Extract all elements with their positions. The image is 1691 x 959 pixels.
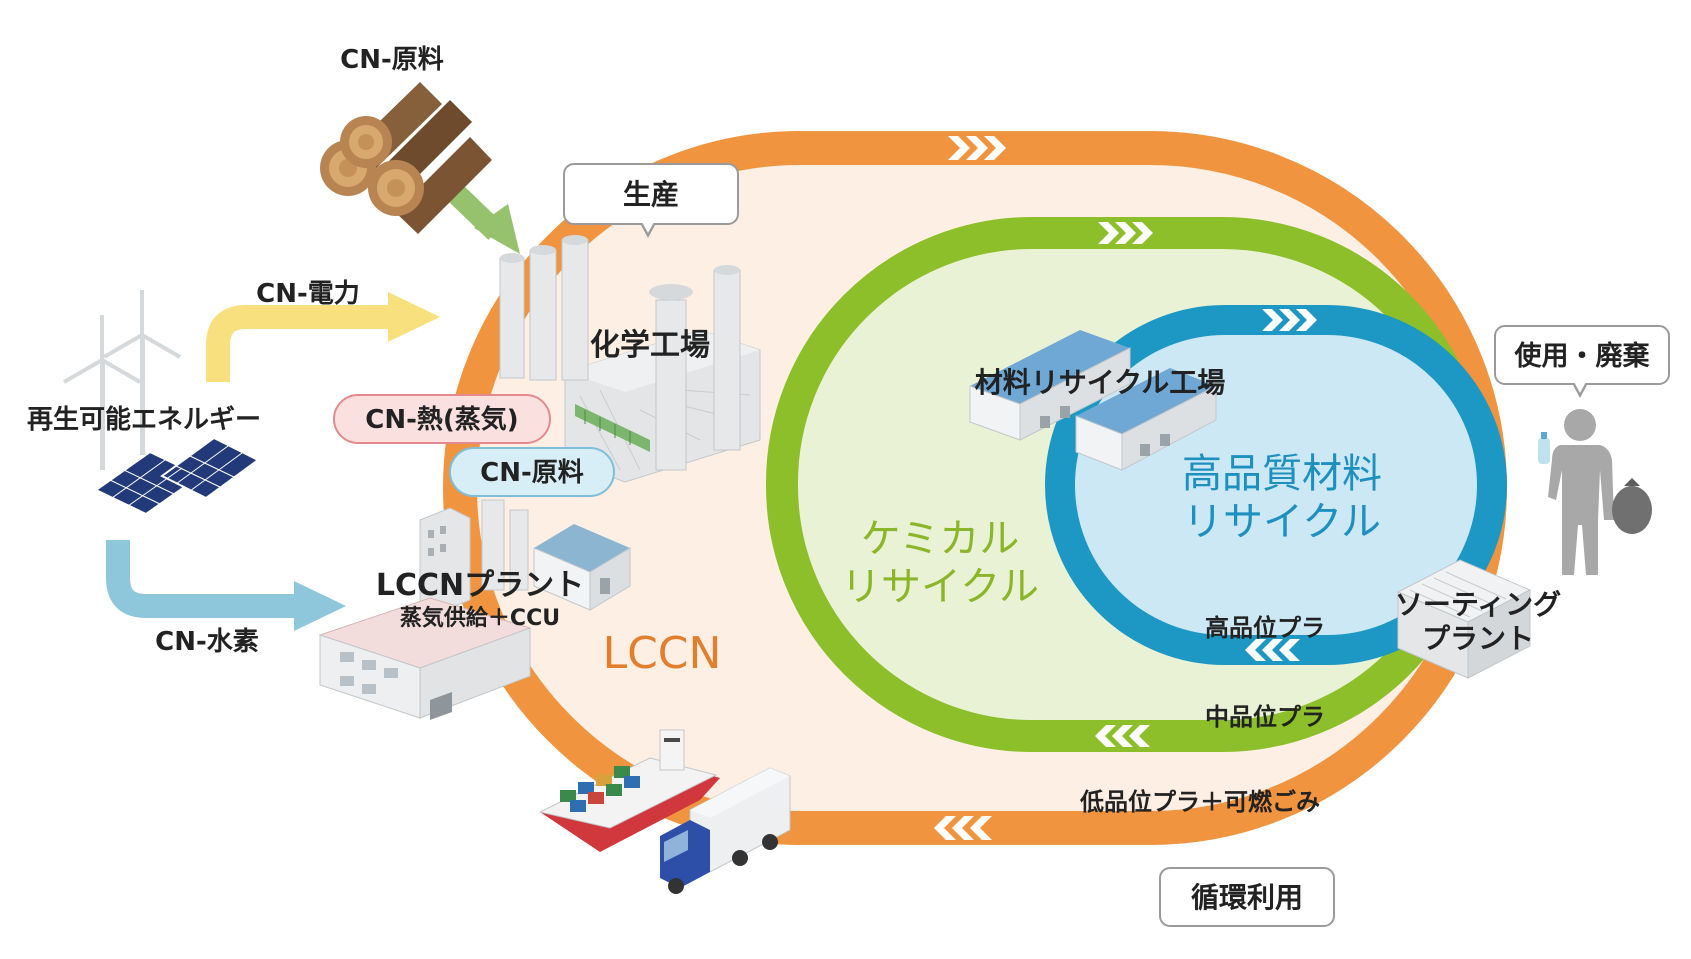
cn-hydrogen-label: CN-水素 — [155, 627, 259, 657]
middle-loop-arrows-top — [1098, 222, 1153, 244]
use-disposal-label: 使用・廃棄 — [1514, 340, 1651, 372]
person-icon — [1548, 409, 1614, 575]
mid-grade-plastic-label: 中品位プラ — [1205, 703, 1325, 731]
high-grade-plastic-label: 高品位プラ — [1205, 614, 1325, 642]
sorting-plant-label-2: プラント — [1422, 622, 1534, 655]
bottle-icon — [1538, 432, 1550, 464]
outer-loop-arrows-bottom — [934, 816, 992, 840]
wind-turbine-icon — [62, 290, 182, 470]
renewable-energy-label: 再生可能エネルギー — [27, 404, 261, 435]
low-grade-plastic-label: 低品位プラ＋可燃ごみ — [1079, 788, 1320, 816]
cn-raw-pill: CN-原料 — [449, 447, 615, 497]
container-ship-icon — [538, 729, 720, 852]
cn-raw-top-label: CN-原料 — [340, 45, 444, 75]
material-recycle-factory-label: 材料リサイクル工場 — [975, 366, 1226, 399]
cn-power-arrow — [206, 292, 440, 382]
cn-heat-pill: CN-熱(蒸気) — [333, 394, 551, 444]
sorting-machine-icon — [1396, 559, 1532, 679]
solar-panel-icon — [94, 436, 260, 516]
hq-recycle-label-2: リサイクル — [1183, 499, 1381, 545]
factory-icon — [318, 499, 532, 720]
truck-icon — [660, 767, 791, 894]
logs-icon — [320, 82, 492, 234]
production-callout: 生産 — [563, 163, 739, 238]
sorting-plant-label-1: ソーティング — [1395, 588, 1561, 621]
lccn-plant-sub-label: 蒸気供給＋CCU — [400, 605, 560, 631]
production-label: 生産 — [623, 178, 679, 211]
hq-recycle-label-1: 高品質材料 — [1182, 451, 1382, 497]
circular-use-box: 循環利用 — [1159, 867, 1335, 927]
chemical-plant-icon — [499, 235, 761, 483]
lccn-label: LCCN — [603, 628, 722, 679]
cn-power-label: CN-電力 — [256, 279, 360, 309]
material-recycle-factory-icon — [969, 330, 1217, 471]
inner-loop-arrows-bottom — [1245, 639, 1300, 661]
garbage-bag-icon — [1612, 478, 1652, 534]
circular-use-label: 循環利用 — [1191, 881, 1303, 914]
warehouse-icon — [533, 524, 631, 611]
lccn-plant-label: LCCNプラント — [376, 568, 584, 603]
inner-loop-arrows-top — [1262, 309, 1317, 331]
cn-heat-label: CN-熱(蒸気) — [365, 404, 518, 435]
chemical-recycle-label-2: リサイクル — [841, 564, 1039, 610]
outer-loop-arrows-top — [948, 136, 1006, 160]
cn-hydrogen-arrow — [106, 540, 346, 631]
use-disposal-callout: 使用・廃棄 — [1494, 325, 1670, 398]
middle-loop-arrows-bottom — [1095, 725, 1150, 747]
cn-raw-pill-label: CN-原料 — [480, 458, 584, 488]
chemical-plant-label: 化学工場 — [590, 328, 710, 363]
chemical-recycle-label-1: ケミカル — [861, 516, 1020, 562]
